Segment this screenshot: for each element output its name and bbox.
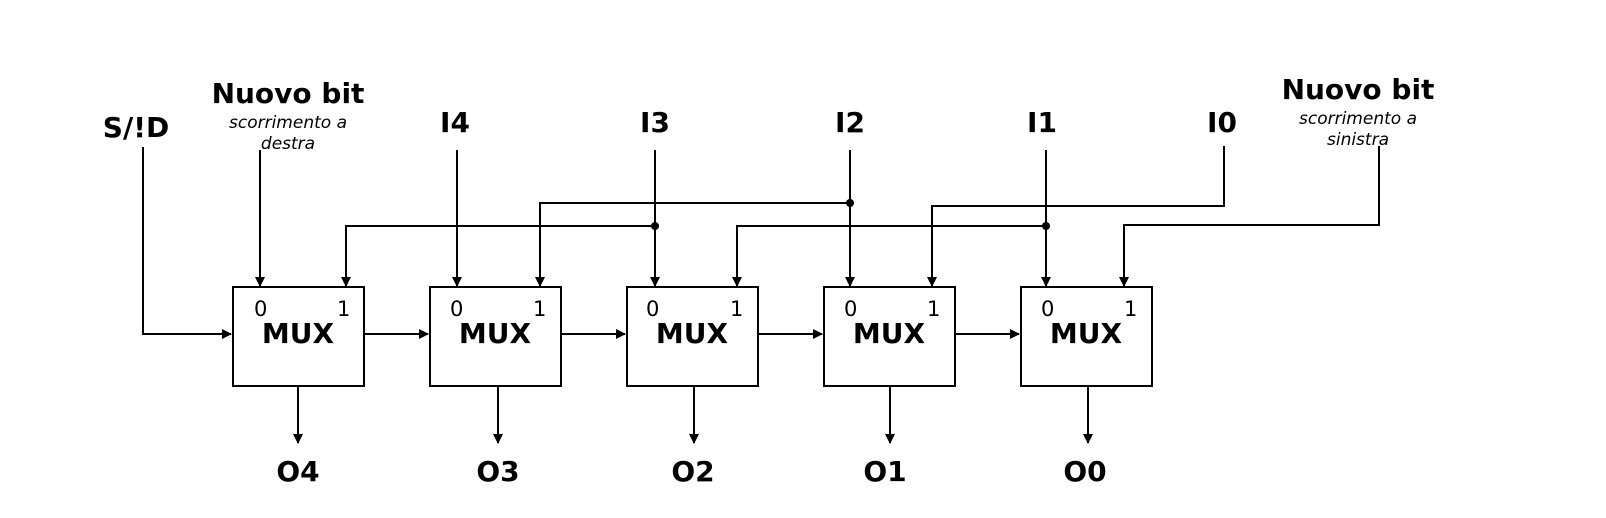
new-bit-right-title: Nuovo bit bbox=[212, 77, 365, 110]
new-bit-right-note-2: destra bbox=[261, 134, 315, 154]
mux-3-box bbox=[429, 286, 562, 387]
mux-4: 0 1 MUX bbox=[232, 286, 365, 387]
mux-0-box bbox=[1020, 286, 1153, 387]
mux-0: 0 1 MUX bbox=[1020, 286, 1153, 387]
mux-3-input-0: 0 bbox=[450, 297, 463, 321]
mux-1-input-1: 1 bbox=[927, 297, 940, 321]
mux-3: 0 1 MUX bbox=[429, 286, 562, 387]
i3-junction bbox=[651, 222, 659, 230]
new-bit-left-note-1: scorrimento a bbox=[1299, 109, 1417, 129]
i2-junction bbox=[846, 199, 854, 207]
new-bit-right-note-1: scorrimento a bbox=[229, 113, 347, 133]
output-label-o2: O2 bbox=[671, 455, 714, 488]
i3-branch-wire bbox=[341, 225, 655, 287]
output-label-o0: O0 bbox=[1063, 455, 1106, 488]
mux-4-label: MUX bbox=[262, 317, 335, 350]
mux-0-input-1: 1 bbox=[1124, 297, 1137, 321]
output-label-o4: O4 bbox=[276, 455, 319, 488]
mux-1: 0 1 MUX bbox=[823, 286, 956, 387]
mux-1-box bbox=[823, 286, 956, 387]
mux-4-input-0: 0 bbox=[254, 297, 267, 321]
output-label-o3: O3 bbox=[476, 455, 519, 488]
mux-2-input-1: 1 bbox=[730, 297, 743, 321]
input-label-i3: I3 bbox=[640, 106, 670, 139]
mux-2: 0 1 MUX bbox=[626, 286, 759, 387]
new-bit-left-wire bbox=[1119, 146, 1380, 287]
mux-1-label: MUX bbox=[853, 317, 926, 350]
input-label-i0: I0 bbox=[1207, 106, 1237, 139]
output-label-o1: O1 bbox=[863, 455, 906, 488]
mux-4-input-1: 1 bbox=[337, 297, 350, 321]
mux-3-input-1: 1 bbox=[533, 297, 546, 321]
mux-3-label: MUX bbox=[459, 317, 532, 350]
new-bit-left-title: Nuovo bit bbox=[1282, 73, 1435, 106]
input-label-i2: I2 bbox=[835, 106, 865, 139]
sd-wire bbox=[142, 147, 232, 339]
mux-4-box bbox=[232, 286, 365, 387]
mux-1-input-0: 0 bbox=[844, 297, 857, 321]
i1-branch-wire bbox=[732, 225, 1046, 287]
mux-2-box bbox=[626, 286, 759, 387]
i0-wire bbox=[927, 146, 1225, 287]
input-label-i4: I4 bbox=[440, 106, 470, 139]
sd-label: S/!D bbox=[103, 111, 169, 144]
mux-0-label: MUX bbox=[1050, 317, 1123, 350]
i2-branch-wire bbox=[535, 202, 850, 287]
mux-2-input-0: 0 bbox=[646, 297, 659, 321]
mux-0-input-0: 0 bbox=[1041, 297, 1054, 321]
input-label-i1: I1 bbox=[1027, 106, 1057, 139]
mux-2-label: MUX bbox=[656, 317, 729, 350]
i1-junction bbox=[1042, 222, 1050, 230]
new-bit-left-note-2: sinistra bbox=[1327, 130, 1389, 150]
